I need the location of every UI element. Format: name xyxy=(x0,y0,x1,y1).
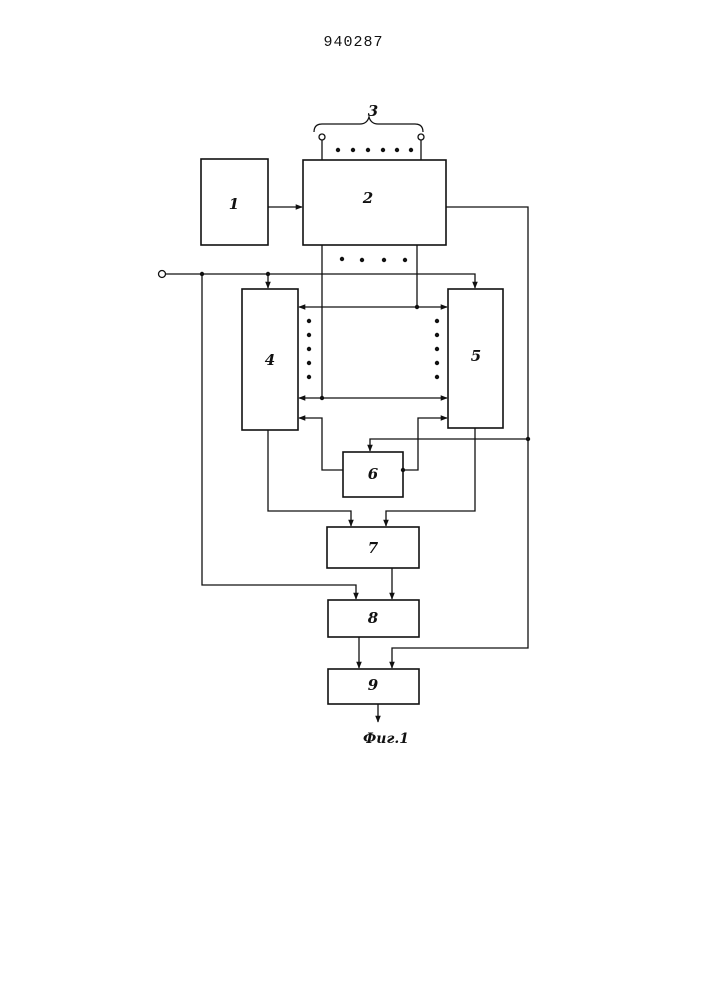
block-label-1: 1 xyxy=(229,195,239,213)
terminal-group-3: 3 xyxy=(314,102,424,160)
bus-dots-right xyxy=(435,319,439,379)
block-label-2: 2 xyxy=(362,189,373,207)
input-terminal xyxy=(159,271,166,278)
block-label-5: 5 xyxy=(471,347,481,365)
input-terminal xyxy=(418,134,424,140)
block-label-9: 9 xyxy=(368,676,379,694)
block-label-8: 8 xyxy=(368,609,379,627)
block-label-4: 4 xyxy=(265,351,275,369)
block-label-7: 7 xyxy=(368,539,379,557)
block-label-6: 6 xyxy=(368,465,379,483)
bus-dots-left xyxy=(307,319,311,379)
block-label-3: 3 xyxy=(368,102,378,120)
bus-dots xyxy=(340,257,407,262)
block-2 xyxy=(303,160,446,245)
input-terminal xyxy=(319,134,325,140)
terminal-dots xyxy=(336,148,413,152)
figure-caption: Фиг.1 xyxy=(363,731,409,747)
